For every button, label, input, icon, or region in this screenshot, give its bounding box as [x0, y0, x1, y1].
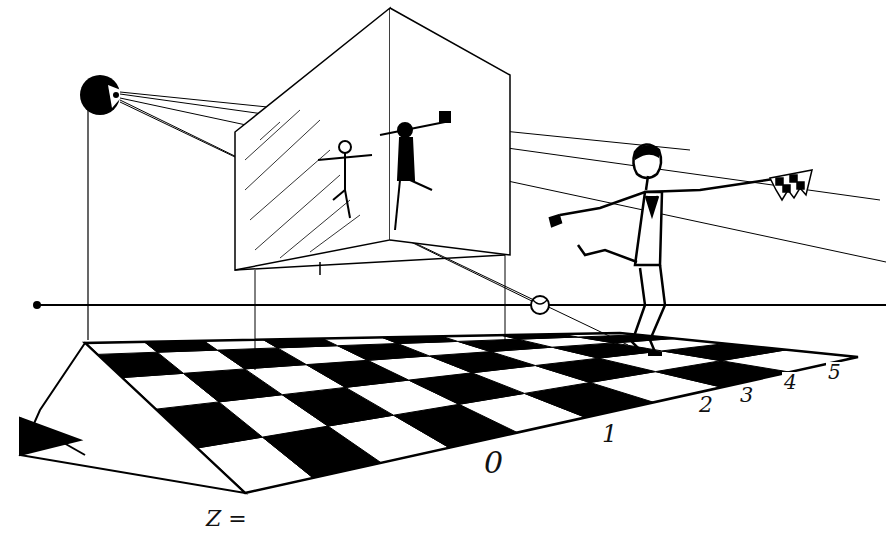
- eye-stand: [87, 110, 88, 340]
- floor-extension: [20, 343, 245, 493]
- picture-plane: [235, 8, 510, 370]
- scale-number: 4: [782, 372, 799, 392]
- checkered-flag: [770, 170, 812, 200]
- scale-number: 5: [826, 362, 843, 382]
- horizon-line: [37, 304, 886, 306]
- scale-number: 3: [738, 385, 755, 406]
- horizon-point: [33, 301, 41, 309]
- scale-number: 0: [482, 448, 505, 478]
- scale-number: 2: [697, 394, 715, 416]
- kicking-figure: [550, 144, 780, 354]
- ball: [531, 296, 549, 314]
- formula-label: Z =: [204, 508, 249, 530]
- eye-symbol: [80, 75, 126, 115]
- scale-number: 1: [600, 422, 619, 446]
- projected-figure: [318, 112, 450, 230]
